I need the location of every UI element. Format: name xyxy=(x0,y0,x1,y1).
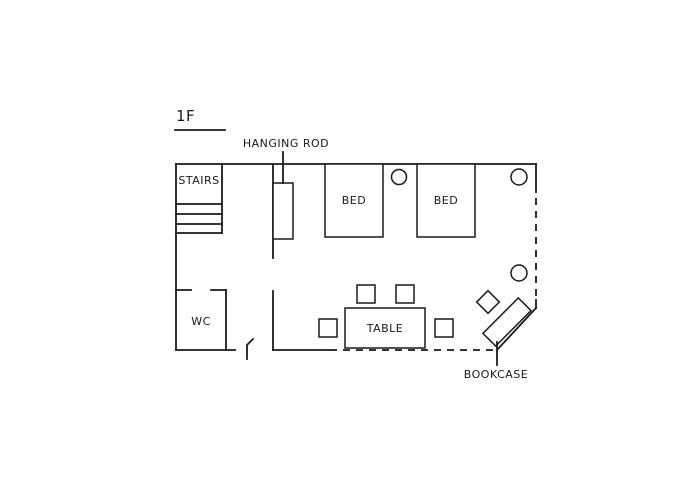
chair-top-left xyxy=(356,284,376,304)
stairs-label: STAIRS xyxy=(178,174,219,187)
wc-label: WC xyxy=(191,315,211,328)
round-fixture-1 xyxy=(390,168,408,186)
wc-room xyxy=(175,289,227,351)
stairs xyxy=(175,163,223,234)
chair-left xyxy=(318,318,338,338)
round-fixture-3 xyxy=(510,264,528,282)
entrance-door-marker xyxy=(246,337,255,360)
bed-right xyxy=(416,163,476,238)
chair-top-right xyxy=(395,284,415,304)
hanging-rod-label: HANGING ROD xyxy=(243,137,329,150)
angled-chair xyxy=(475,289,501,315)
bed-right-label: BED xyxy=(434,194,458,207)
dining-table xyxy=(344,307,426,349)
outer-walls xyxy=(175,163,538,352)
bed-left-label: BED xyxy=(342,194,366,207)
bookcase-label: BOOKCASE xyxy=(464,368,528,381)
hanging-rod xyxy=(272,182,294,240)
round-fixture-2 xyxy=(510,168,528,186)
chair-right xyxy=(434,318,454,338)
dining-table-label: TABLE xyxy=(366,322,404,335)
wall-diagonal xyxy=(495,306,538,352)
floor-label: 1F xyxy=(176,107,195,125)
bed-left xyxy=(324,163,384,238)
bookcase xyxy=(481,296,533,348)
